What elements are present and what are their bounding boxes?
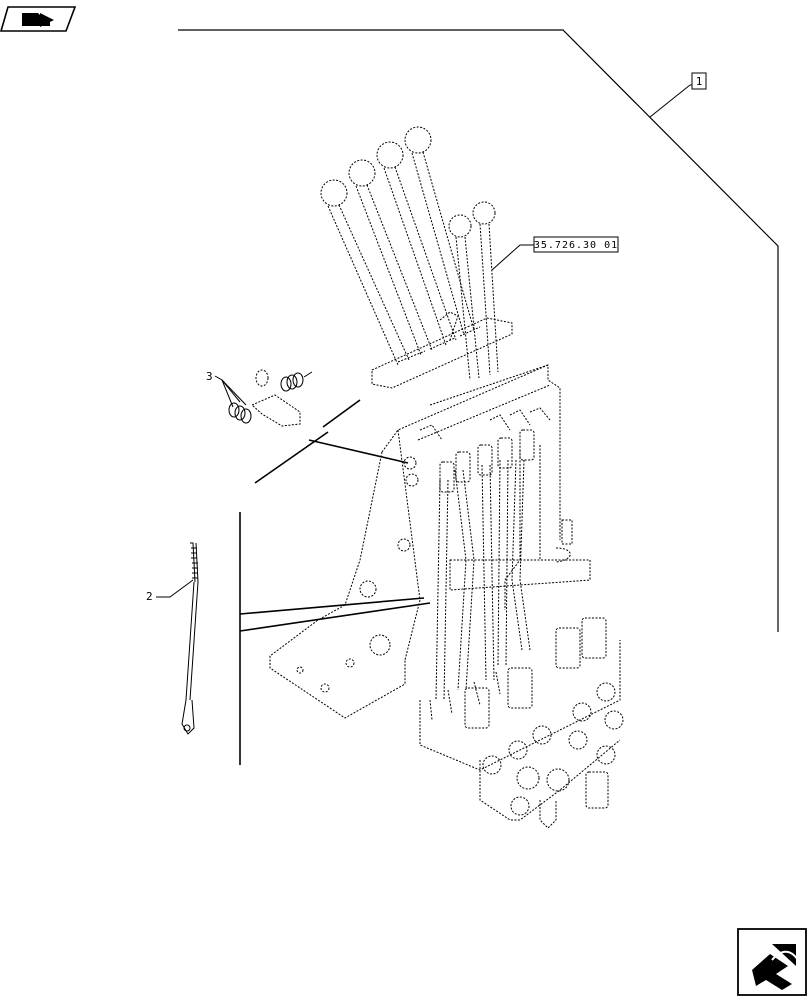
- callout-label-item-3: 3: [206, 370, 213, 383]
- assembly-guide-lines: [239, 399, 431, 765]
- callout-label-reference: 35.726.30 01: [534, 240, 618, 251]
- leader-line-item-2: [156, 579, 194, 598]
- callout-box-reference[interactable]: [533, 236, 619, 253]
- leader-line-item-1: [649, 84, 691, 118]
- book-flag-icon[interactable]: [0, 6, 77, 32]
- control-valve: [419, 617, 624, 829]
- assembly-outline-line: [178, 29, 779, 632]
- tie-rod: [181, 542, 199, 735]
- callout-box-item-1[interactable]: [691, 72, 707, 90]
- washer-set: [228, 369, 313, 427]
- mounting-bracket: [269, 364, 591, 719]
- callout-label-item-2: 2: [146, 590, 153, 603]
- control-levers: [320, 126, 513, 389]
- callout-label-item-1: 1: [696, 75, 703, 88]
- leader-line-reference: [491, 244, 534, 271]
- linkage-rods: [419, 407, 551, 701]
- next-page-arrow-icon[interactable]: [737, 928, 807, 996]
- leader-line-item-3: [214, 375, 234, 408]
